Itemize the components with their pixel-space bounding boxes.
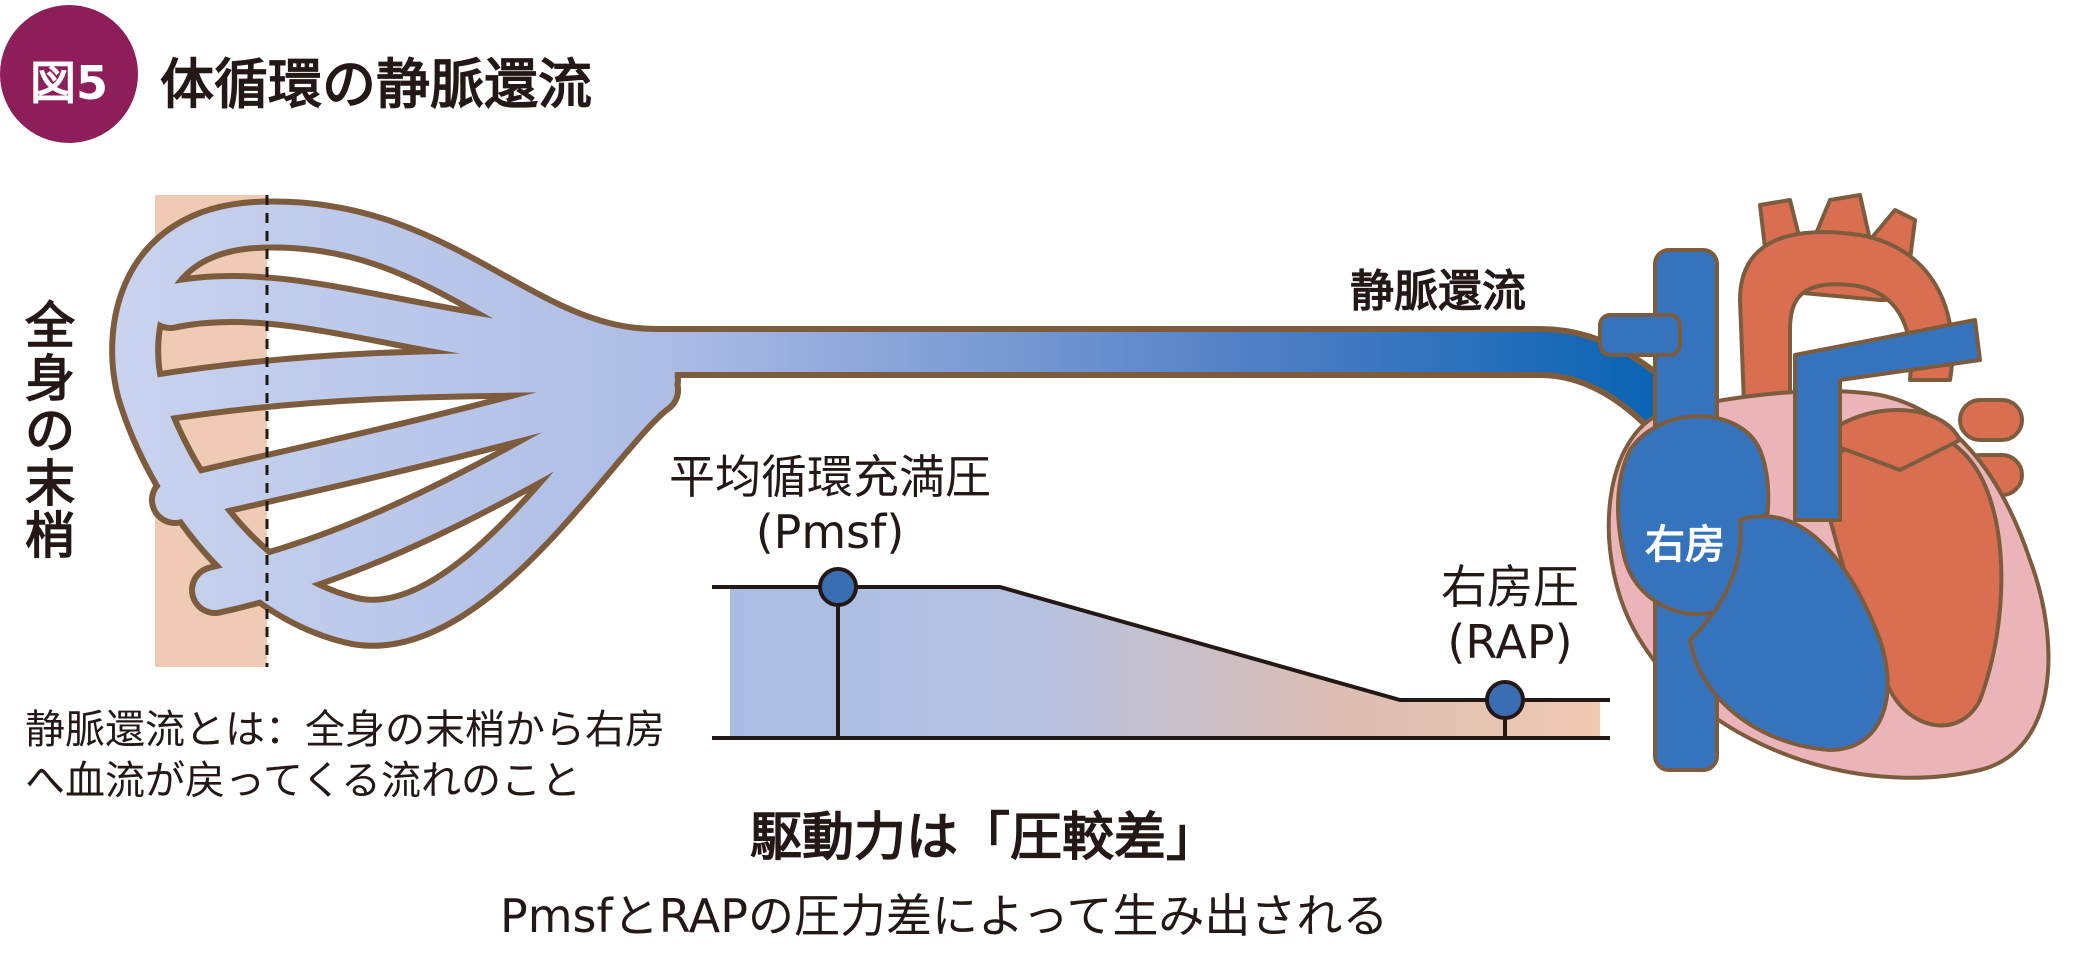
pressure-difference-caption: PmsfとRAPの圧力差によって生み出される [500,889,1389,943]
svc-branch [1598,313,1682,357]
pulmonary-vein-upper [1958,398,2024,442]
pulmonary-artery [1793,318,1982,522]
pressure-gradient [712,567,1610,740]
periphery-label: 全身の末梢 [25,297,75,565]
pmsf-abbr: (Pmsf) [755,505,905,560]
right-ventricle [1688,514,1890,752]
aorta [1738,230,1955,432]
rap-label: 右房圧 (RAP) [1425,560,1595,670]
driving-force-caption: 駆動力は「圧較差」 [750,808,1219,868]
definition-note: 静脈還流とは：全身の末梢から右房へ血流が戻ってくる流れのこと [25,707,665,805]
rap-marker [1485,680,1525,720]
venous-return-label: 静脈還流 [1350,266,1526,317]
rap-abbr: (RAP) [1447,615,1573,670]
venous-network [109,198,1716,649]
figure-badge-text: 図5 [29,56,108,110]
figure-badge: 図5 [0,5,138,143]
right-atrium-label: 右房 [1645,522,1725,568]
pmsf-label: 平均循環充満圧 (Pmsf) [665,450,995,560]
pmsf-name: 平均循環充満圧 [669,450,991,504]
figure-title: 体循環の静脈還流 [160,53,592,116]
pressure-gradient-fill [730,587,1600,738]
rap-name: 右房圧 [1441,560,1579,614]
pmsf-marker [818,567,858,607]
heart-illustration [1598,193,2051,780]
